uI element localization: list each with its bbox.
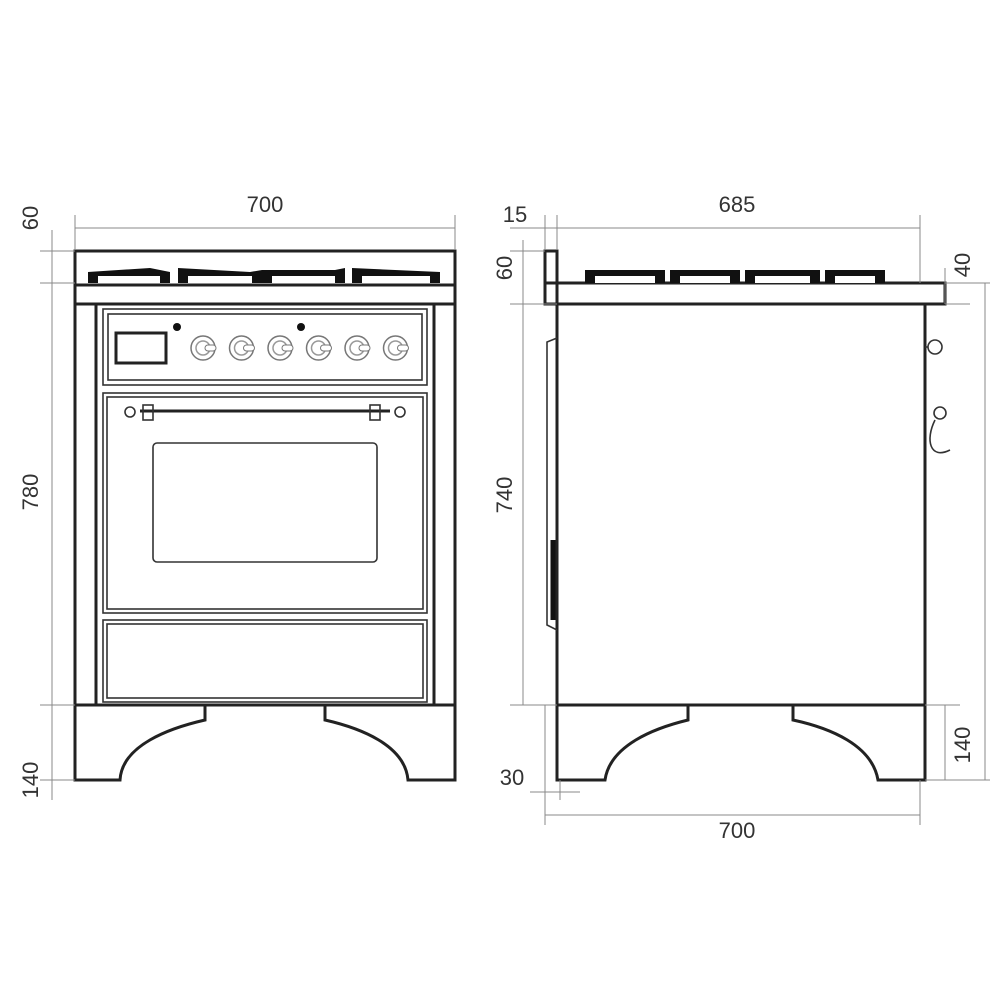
knob-pointer [243,344,255,352]
oven-window [152,442,378,563]
feet-height-label: 140 [18,762,43,799]
front-feet [73,705,457,782]
hob-height-label: 40 [950,253,975,277]
top-height-label: 60 [18,206,43,230]
side-feet-height-label: 140 [950,727,975,764]
body-height-label: 780 [18,474,43,511]
door-offset-label: 30 [500,765,524,790]
side-top-height-label: 60 [492,256,517,280]
front-dimensions: 700 60 780 140 [18,192,456,800]
indicator-light [297,323,305,331]
side-worktop [543,281,947,306]
front-view [73,249,457,782]
knob-pointer [358,344,371,352]
knob-pointer [204,344,217,352]
burner-grates [88,268,440,283]
front-body [73,302,457,707]
backsplash-label: 15 [503,202,527,227]
control-panel [102,308,428,386]
total-depth-label: 700 [719,818,756,843]
control-knobs [190,335,409,361]
knob-pointer [320,344,332,352]
side-dimensions: 15 685 60 740 40 140 30 700 [492,192,990,843]
gas-connector [933,406,947,420]
width-label: 700 [247,192,284,217]
knob-pointer [281,344,294,352]
side-knob [927,339,943,355]
side-body [555,302,927,707]
side-body-height-label: 740 [492,477,517,514]
door-edge [546,337,558,631]
side-feet [555,705,927,782]
depth-label: 685 [719,192,756,217]
drawer [102,619,428,703]
oven-door [102,392,428,614]
backsplash [543,249,559,306]
indicator-light [173,323,181,331]
knob-pointer [397,344,409,352]
display [114,331,168,365]
side-view [543,249,951,782]
